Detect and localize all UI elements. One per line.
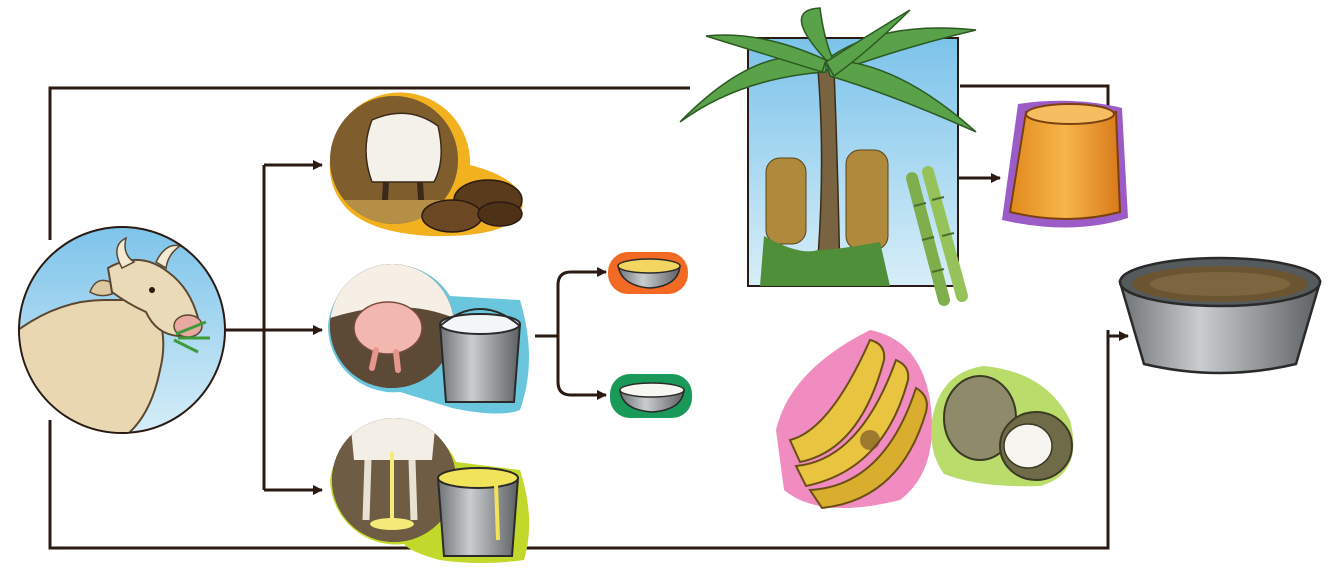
flow-lines	[48, 84, 1129, 550]
cow-dung-icon	[329, 92, 523, 237]
jaggery-block-icon	[1002, 100, 1128, 228]
ghee-bowl-icon	[608, 252, 688, 294]
urine-bucket-icon	[330, 418, 530, 563]
sugarcane-icon	[906, 166, 968, 306]
mixing-tub-icon	[1118, 256, 1322, 375]
curd-bowl-icon	[610, 374, 692, 418]
top-loop-line	[48, 86, 690, 240]
coconut-icon	[931, 366, 1074, 487]
bottom-loop-line	[48, 330, 1110, 550]
banana-bunch-icon	[776, 330, 932, 510]
milk-bucket-icon	[327, 264, 529, 414]
cow-icon	[18, 226, 226, 434]
arrow-to-ghee	[556, 267, 607, 336]
arrow-to-curd	[556, 336, 607, 400]
palm-tree-icon	[679, 7, 977, 287]
